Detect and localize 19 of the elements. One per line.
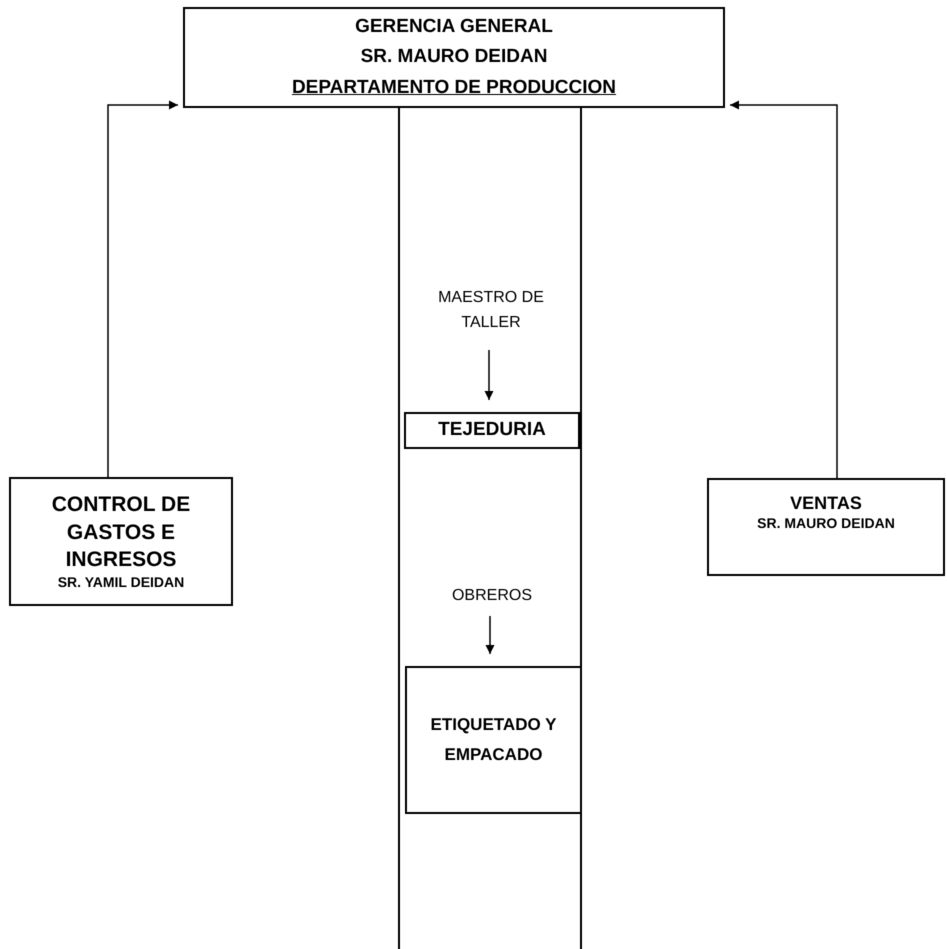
box-title: CONTROL DE GASTOS E INGRESOS [50, 492, 192, 574]
org-box [9, 477, 233, 606]
arrow [107, 100, 178, 477]
arrow [486, 616, 494, 654]
person-name: SR. MAURO DEIDAN [757, 514, 895, 532]
person-name: SR. YAMIL DEIDAN [58, 573, 184, 592]
box-title: ETIQUETADO Y EMPACADO [430, 714, 558, 766]
arrow [484, 350, 494, 400]
box-title: VENTAS [790, 492, 862, 514]
person-name: DEPARTAMENTO DE PRODUCCION [292, 76, 616, 100]
org-box [404, 412, 580, 449]
org-box [405, 666, 582, 814]
org-box [183, 7, 725, 108]
org-box [707, 478, 945, 576]
arrow [730, 100, 838, 478]
box-title: TEJEDURIA [438, 418, 546, 442]
column-band [398, 106, 582, 949]
box-title: GERENCIA GENERAL [355, 14, 553, 39]
person-name: SR. MAURO DEIDAN [360, 45, 548, 70]
